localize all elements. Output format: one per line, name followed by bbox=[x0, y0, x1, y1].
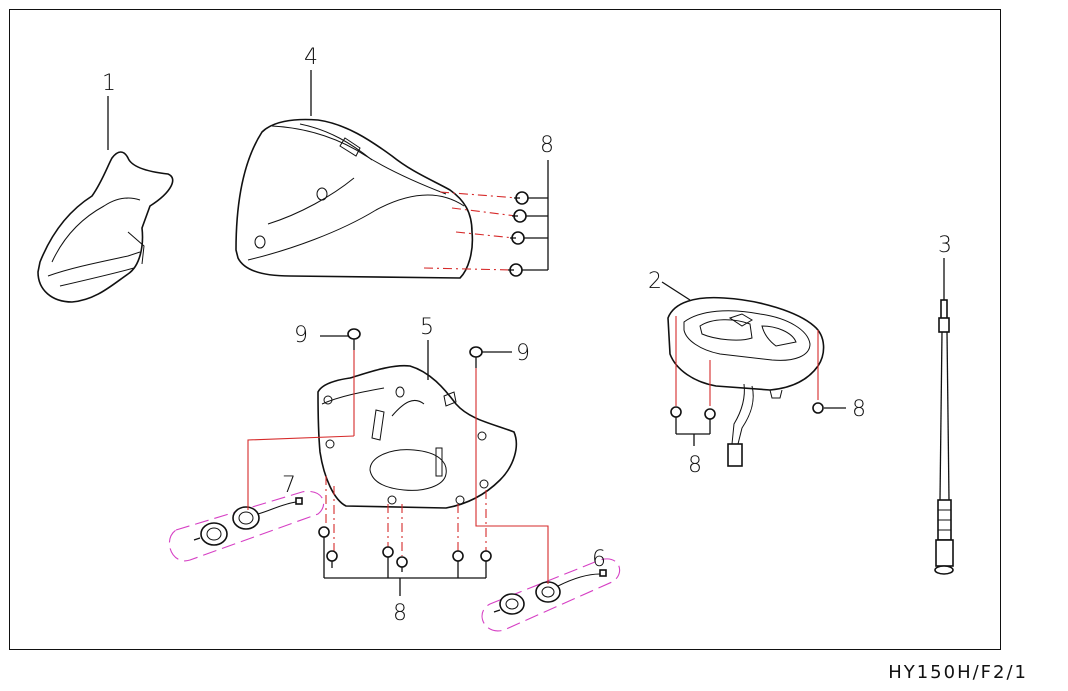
screw-9-right bbox=[469, 346, 483, 368]
part-4-front-cover bbox=[235, 118, 474, 279]
part-3-speedometer-cable bbox=[934, 299, 954, 575]
screw-group-bottom bbox=[318, 476, 492, 596]
callout-3: 3 bbox=[938, 233, 952, 258]
callout-8-top: 8 bbox=[540, 133, 554, 158]
leader-red-4a bbox=[439, 191, 519, 199]
part-6-turn-signal-right bbox=[493, 569, 607, 615]
leader-red-7 bbox=[247, 435, 355, 510]
callout-8-gauge-right: 8 bbox=[852, 397, 866, 422]
screw-group-top bbox=[508, 160, 549, 277]
callout-2: 2 bbox=[648, 269, 662, 294]
leader-red-4b bbox=[451, 207, 517, 217]
callout-1: 1 bbox=[102, 71, 116, 96]
callout-7: 7 bbox=[282, 473, 296, 498]
callout-6: 6 bbox=[592, 547, 606, 572]
leader-2 bbox=[661, 281, 691, 301]
callout-8-gauge-bottom: 8 bbox=[688, 453, 702, 478]
drawing-code: HY150H/F2/1 bbox=[888, 662, 1028, 683]
callout-5: 5 bbox=[420, 315, 434, 340]
callout-4: 4 bbox=[304, 45, 318, 70]
screw-group-gauge bbox=[670, 402, 846, 446]
part-1-windscreen bbox=[37, 151, 174, 303]
part-7-turn-signal-left bbox=[193, 497, 303, 546]
group-6-boundary bbox=[481, 558, 621, 632]
leader-red-6 bbox=[475, 430, 549, 584]
callout-8-bottom: 8 bbox=[393, 601, 407, 626]
screw-9-left bbox=[347, 328, 361, 350]
drawing-frame bbox=[9, 9, 1001, 650]
callout-9-right: 9 bbox=[516, 341, 530, 366]
part-5-inner-cover bbox=[317, 364, 518, 509]
part-2-instrument-cluster bbox=[667, 296, 825, 467]
leader-red-4d bbox=[423, 267, 513, 271]
callout-9-left: 9 bbox=[294, 323, 308, 348]
group-7-boundary bbox=[168, 490, 325, 562]
